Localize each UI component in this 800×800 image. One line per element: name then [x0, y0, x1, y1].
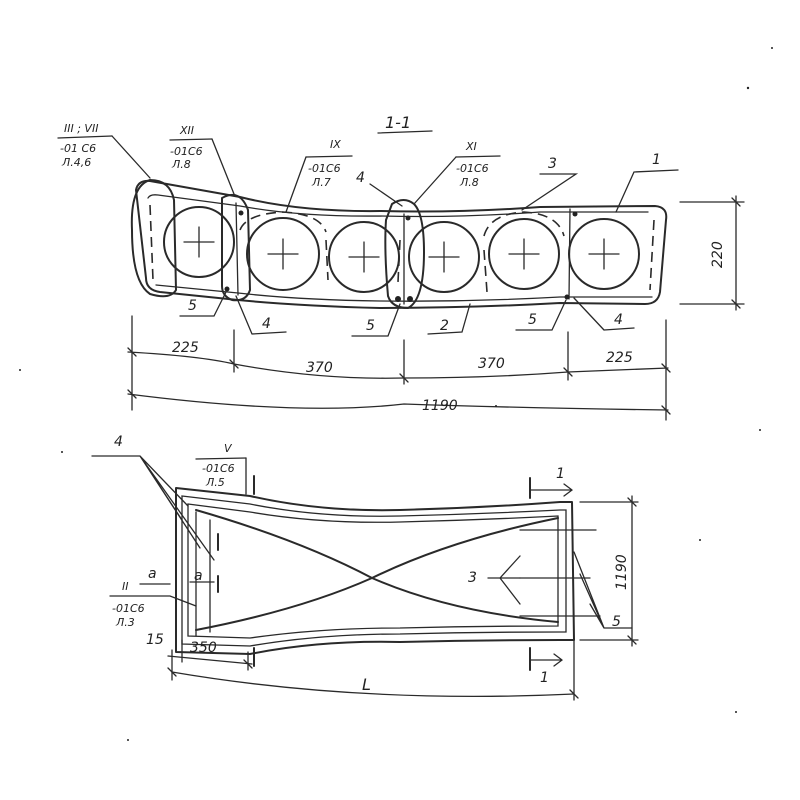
hollow-core-panel-section	[135, 179, 668, 309]
section-dimensions	[127, 195, 745, 421]
node-tag-page: Л.8	[171, 158, 191, 171]
rebar-dots	[224, 210, 578, 302]
dim-350: 350	[190, 640, 217, 656]
node-tag-ix: IX -01С6 Л.7	[285, 138, 353, 213]
core-6	[568, 218, 640, 290]
node-tag-sheet: -01С6	[308, 162, 341, 175]
node-tag-sheet: -01С6	[202, 462, 235, 475]
node-tag-sheet: -01С6	[170, 145, 203, 158]
dim-370-right: 370	[478, 356, 505, 372]
section-title: 1-1	[385, 113, 411, 132]
node-tag-roman: XI	[465, 140, 477, 153]
node-outline-xi	[384, 199, 425, 309]
leader-4-plan	[91, 455, 215, 561]
node-tag-roman: V	[224, 442, 233, 455]
node-tag-ii: II -01С6 Л.3	[109, 580, 197, 629]
dim-total-1190: 1190	[422, 398, 458, 414]
core-1	[163, 206, 235, 278]
callout-4-right: 4	[614, 312, 623, 328]
hollow-cores	[163, 206, 640, 293]
leader-4-top	[369, 183, 403, 207]
node-tag-page: Л.5	[205, 476, 225, 489]
dim-225-left: 225	[172, 340, 199, 356]
node-outline-left	[130, 179, 177, 298]
node-tag-xii: XII -01С6 Л.8	[169, 124, 235, 195]
node-outline-xii	[221, 194, 251, 302]
dim-225-right: 225	[606, 350, 633, 366]
node-tag-page: Л.7	[311, 176, 331, 189]
rebar-ticks-plan	[519, 529, 601, 617]
dim-370-left: 370	[306, 360, 333, 376]
section-a-a-marks	[139, 533, 219, 593]
section-label-a-left: a	[148, 566, 157, 582]
core-4	[408, 221, 480, 293]
section-mark-top: 1	[556, 466, 565, 482]
callout-4-top: 4	[356, 170, 365, 186]
node-tag-sheet: -01 С6	[60, 142, 96, 155]
node-tag-v: V -01С6 Л.5	[195, 442, 247, 495]
leader-1	[615, 169, 679, 213]
section-label-a-right: a	[194, 568, 203, 584]
node-tag-page: Л.4,6	[61, 156, 91, 169]
leader-3	[521, 173, 579, 211]
callout-5-left: 5	[188, 298, 197, 314]
node-tag-iii-vii: III ; VII -01 С6 Л.4,6	[57, 122, 151, 179]
core-5	[483, 211, 565, 293]
node-tag-roman: XII	[179, 124, 194, 137]
section-bottom-callouts: 5 4 5 2 5 4	[179, 291, 635, 337]
plan-dimensions	[167, 495, 639, 701]
leader-3-plan	[487, 555, 521, 605]
scan-specks	[19, 47, 773, 741]
node-tag-sheet: -01С6	[112, 602, 145, 615]
plan-view-panel	[175, 487, 575, 655]
section-cut-marks	[529, 477, 574, 671]
dim-width-1190: 1190	[614, 554, 630, 590]
section-title-underline	[377, 130, 433, 134]
callout-5-right: 5	[528, 312, 537, 328]
callout-4-plan: 4	[114, 434, 123, 450]
node-tag-page: Л.3	[115, 616, 135, 629]
callout-3: 3	[548, 156, 557, 172]
dim-15: 15	[146, 632, 164, 648]
leader-5-plan	[573, 551, 633, 629]
node-tag-sheet: -01С6	[456, 162, 489, 175]
node-tag-xi: XI -01С6 Л.8	[413, 140, 501, 205]
node-tag-roman: II	[122, 580, 129, 593]
node-tag-page: Л.8	[459, 176, 479, 189]
callout-4-left: 4	[262, 316, 271, 332]
node-tag-roman: III ; VII	[64, 122, 98, 135]
callout-1: 1	[652, 152, 661, 168]
dim-length-l: L	[362, 675, 371, 694]
node-tag-roman: IX	[330, 138, 341, 151]
dim-height-220: 220	[710, 241, 726, 268]
core-2	[239, 211, 327, 291]
callout-5-mid: 5	[366, 318, 375, 334]
callout-2: 2	[440, 318, 449, 334]
core-3	[325, 221, 401, 293]
section-mark-bottom: 1	[540, 670, 549, 686]
callout-5-plan: 5	[612, 614, 621, 630]
callout-3-plan: 3	[468, 570, 477, 586]
